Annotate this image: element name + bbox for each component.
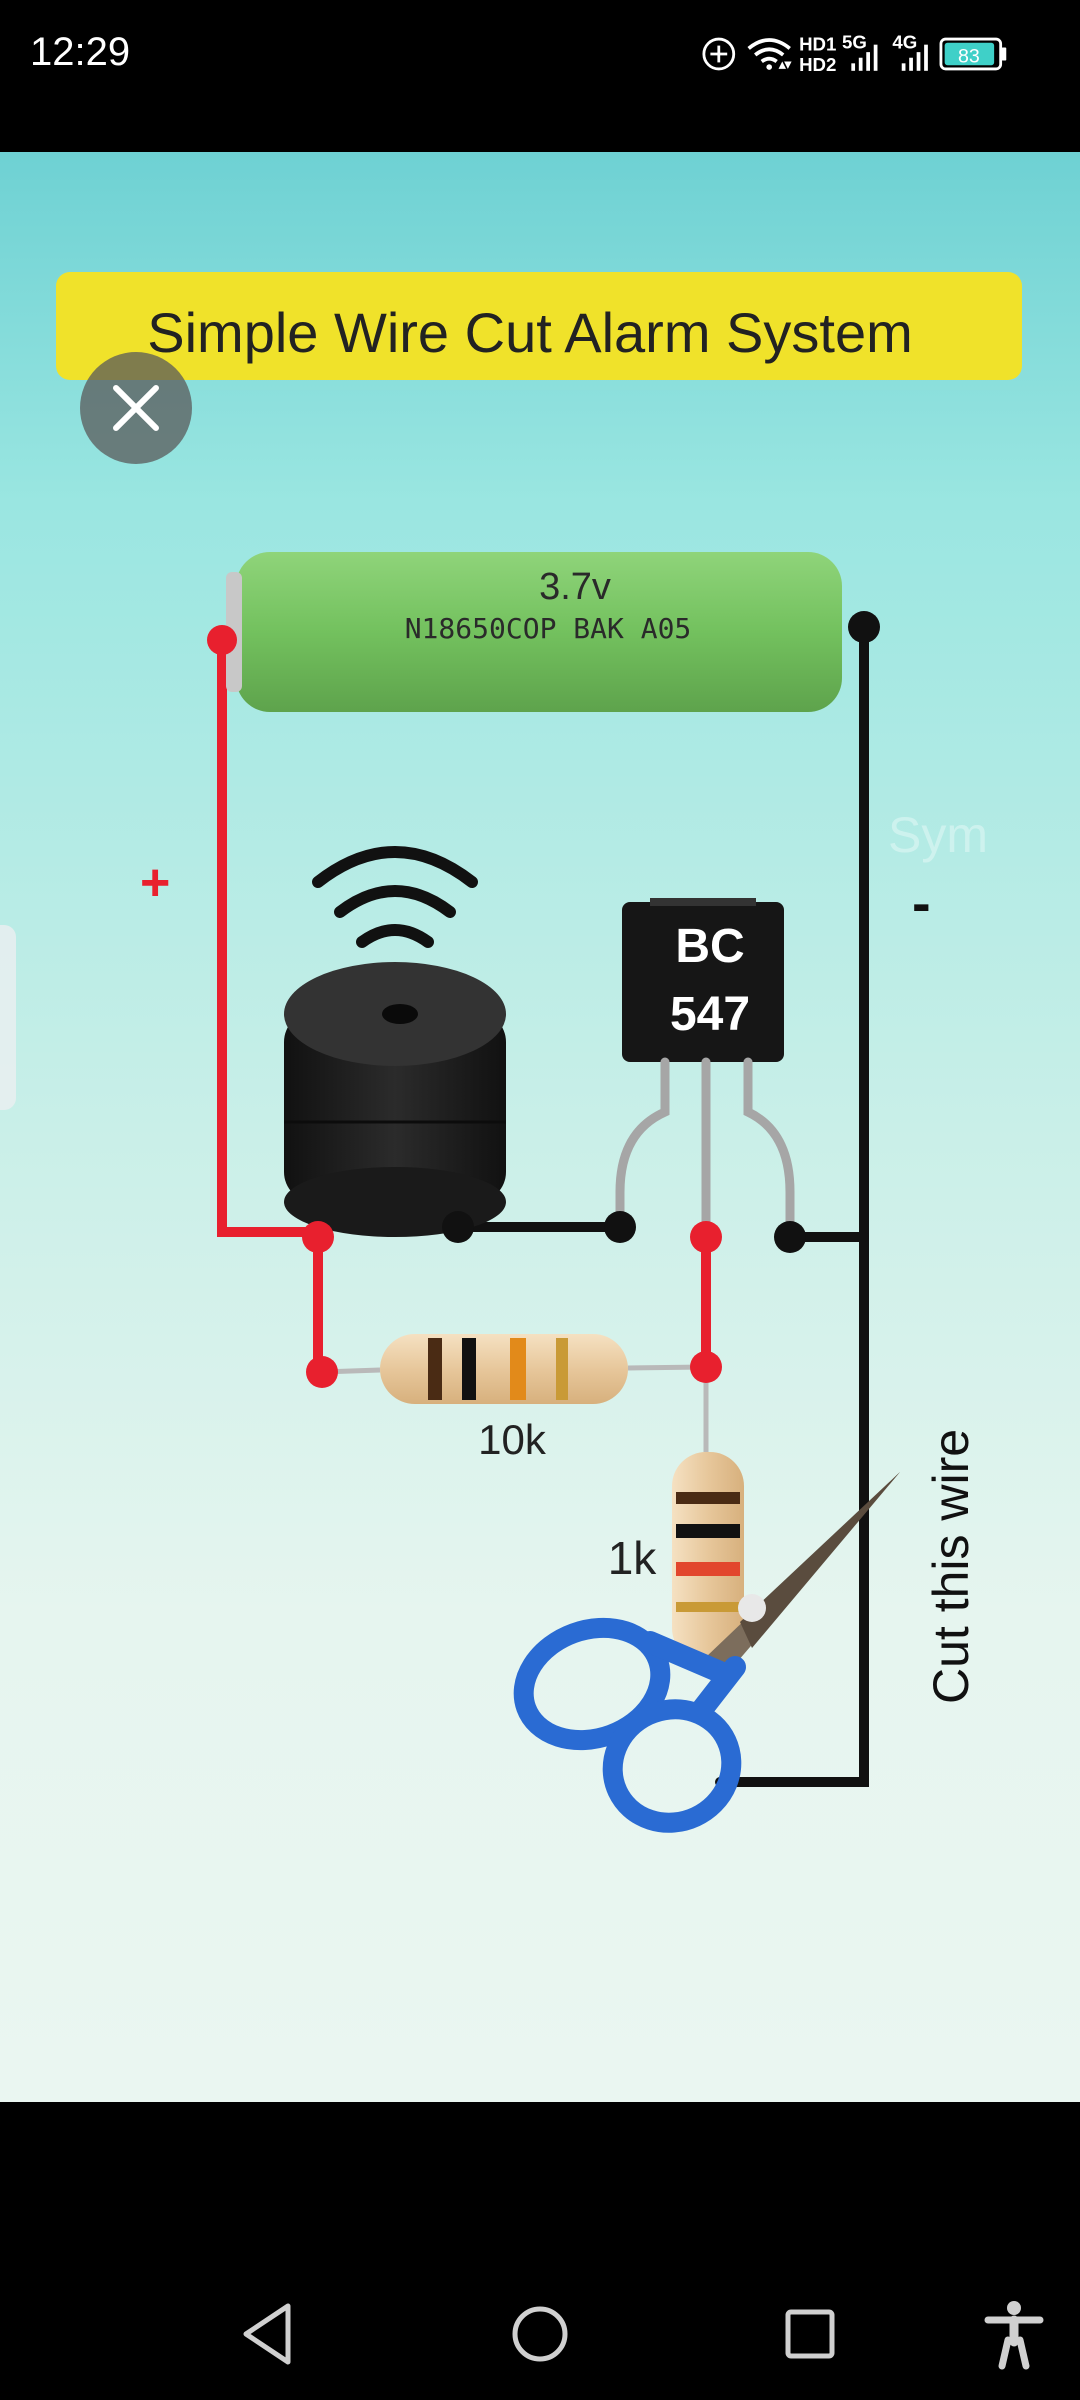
status-icons: HD1 HD2 5G 4G 83 bbox=[702, 31, 1007, 75]
title-banner: Simple Wire Cut Alarm System bbox=[56, 272, 1022, 380]
battery-voltage: 3.7v bbox=[539, 566, 611, 608]
back-button[interactable] bbox=[228, 2294, 308, 2374]
resistor-1k-label: 1k bbox=[608, 1532, 658, 1584]
transistor-line2: 547 bbox=[670, 988, 750, 1041]
transistor-bc547: BC 547 bbox=[615, 898, 795, 1237]
recents-square-icon bbox=[785, 2309, 835, 2359]
battery-model: N18650COP BAK A05 bbox=[405, 612, 692, 645]
plus-label: + bbox=[140, 854, 170, 912]
data-saver-icon bbox=[702, 37, 736, 71]
hd1-label: HD1 bbox=[799, 33, 836, 54]
resistor-10k: 10k bbox=[380, 1334, 628, 1463]
navigation-area bbox=[0, 2102, 1080, 2400]
junction-dots bbox=[207, 611, 880, 1388]
resistor-1k: 1k bbox=[608, 1452, 744, 1662]
transistor-line1: BC bbox=[675, 920, 744, 973]
status-bar: 12:29 HD1 HD2 5G 4G bbox=[0, 0, 1080, 110]
watermark-text: Sym bbox=[888, 807, 988, 863]
diagram-title: Simple Wire Cut Alarm System bbox=[147, 301, 913, 364]
accessibility-icon bbox=[984, 2301, 1044, 2370]
battery-level: 83 bbox=[958, 45, 980, 67]
media-content: Simple Wire Cut Alarm System Sym 3.7v N1… bbox=[0, 152, 1080, 2102]
close-icon bbox=[113, 385, 159, 431]
negative-wire bbox=[453, 622, 869, 1787]
hd2-label: HD2 bbox=[799, 54, 836, 75]
sound-wave-icon bbox=[312, 846, 478, 888]
home-button[interactable] bbox=[500, 2294, 580, 2374]
back-triangle-icon bbox=[243, 2303, 291, 2365]
net1-label: 5G bbox=[842, 31, 867, 52]
home-circle-icon bbox=[512, 2306, 568, 2362]
wifi-icon bbox=[747, 38, 792, 70]
signal-4g-icon bbox=[901, 44, 928, 71]
battery-18650: 3.7v N18650COP BAK A05 bbox=[226, 552, 842, 712]
close-button[interactable] bbox=[80, 352, 192, 464]
buzzer bbox=[284, 846, 506, 1237]
minus-label: - bbox=[912, 871, 931, 934]
signal-5g-icon bbox=[851, 44, 878, 71]
resistor-10k-label: 10k bbox=[478, 1416, 547, 1463]
net2-label: 4G bbox=[892, 31, 917, 52]
circuit-diagram: Simple Wire Cut Alarm System Sym 3.7v N1… bbox=[56, 272, 1022, 1833]
edge-panel-handle[interactable] bbox=[0, 925, 16, 1110]
cut-wire-label: Cut this wire bbox=[923, 1429, 979, 1704]
scissors-icon bbox=[513, 1472, 900, 1833]
recents-button[interactable] bbox=[770, 2294, 850, 2374]
status-time: 12:29 bbox=[30, 30, 131, 74]
accessibility-button[interactable] bbox=[974, 2294, 1054, 2374]
battery-icon: 83 bbox=[939, 37, 1007, 71]
